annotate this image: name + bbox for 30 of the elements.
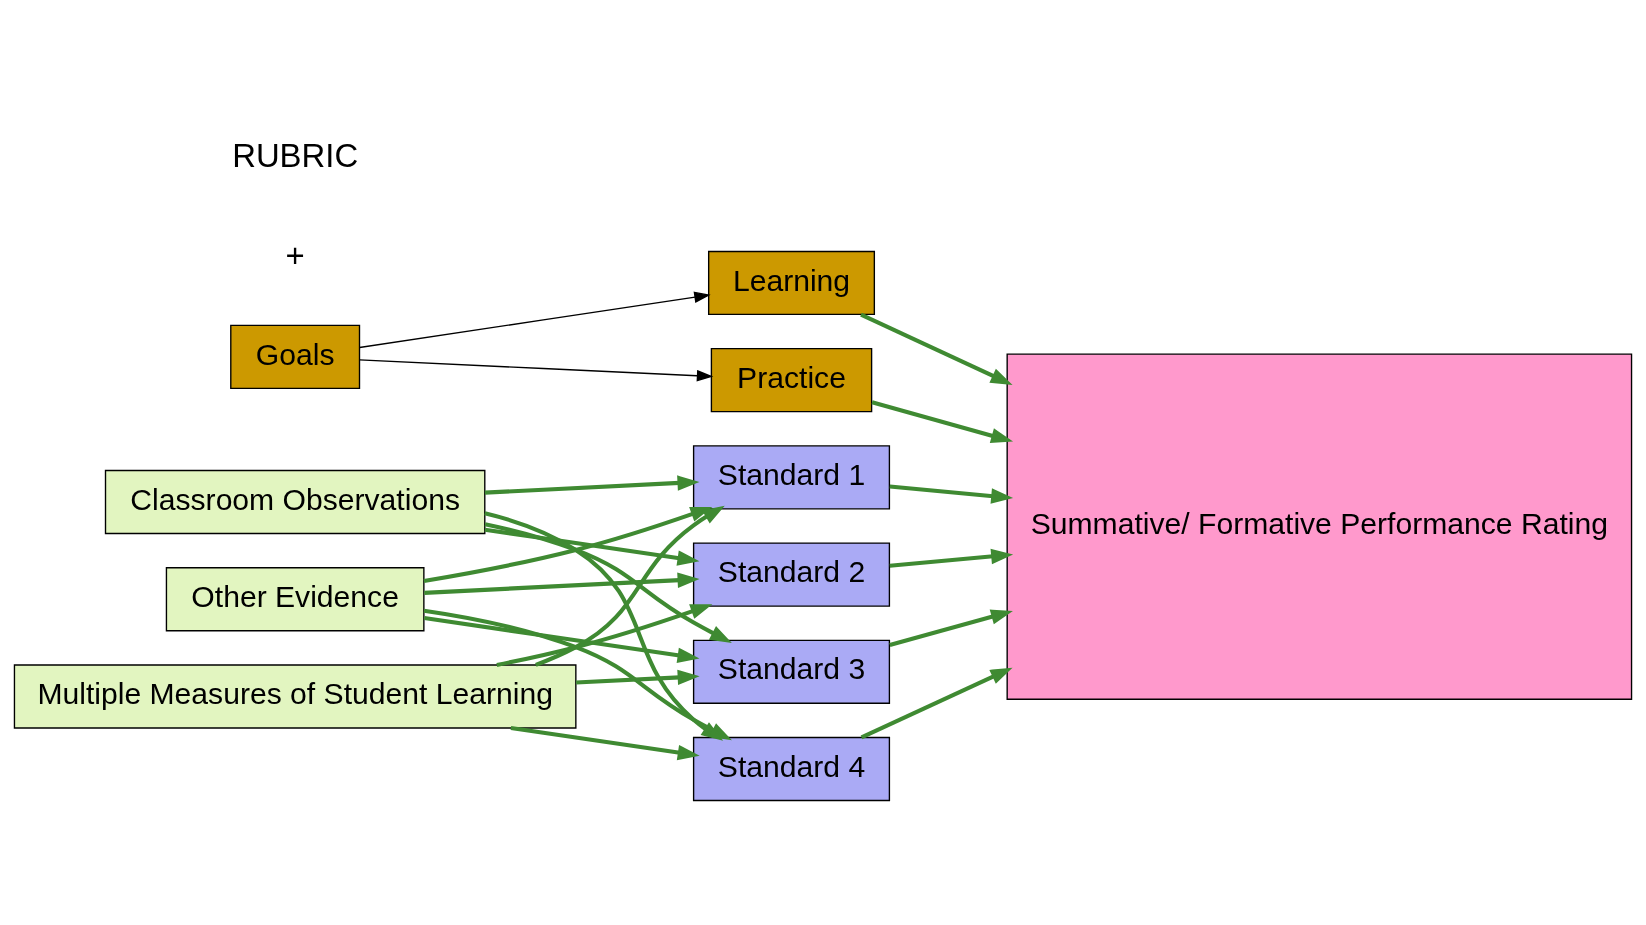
arrow <box>871 399 1014 443</box>
node-box: Standard 2 <box>692 541 891 607</box>
arrow <box>889 608 1013 647</box>
arrow <box>860 667 1013 739</box>
arrow <box>889 483 1014 504</box>
arrow <box>484 474 700 495</box>
arrow <box>358 291 711 348</box>
node-box: Multiple Measures of Student Learning <box>13 663 577 729</box>
node-box: Practice <box>710 347 873 412</box>
arrow <box>484 521 732 643</box>
label: + <box>285 236 305 274</box>
label: RUBRIC <box>232 136 359 174</box>
arrow <box>424 572 700 595</box>
arrow <box>535 505 725 667</box>
node-box: Other Evidence <box>165 566 425 631</box>
node-box: Classroom Observations <box>104 469 486 534</box>
arrow <box>889 548 1014 568</box>
arrow <box>860 312 1013 385</box>
arrow <box>358 358 714 381</box>
node-box: Standard 1 <box>692 444 891 510</box>
arrow <box>576 669 700 685</box>
node-box: Standard 4 <box>692 736 891 801</box>
node-box: Learning <box>708 250 876 315</box>
arrow <box>424 615 700 663</box>
node-box: Standard 3 <box>692 639 891 704</box>
arrow <box>496 603 713 667</box>
arrow <box>484 527 700 566</box>
arrow <box>423 506 713 583</box>
node-box: Goals <box>230 324 361 389</box>
node-box: Summative/ Formative Performance Rating <box>1006 352 1633 700</box>
